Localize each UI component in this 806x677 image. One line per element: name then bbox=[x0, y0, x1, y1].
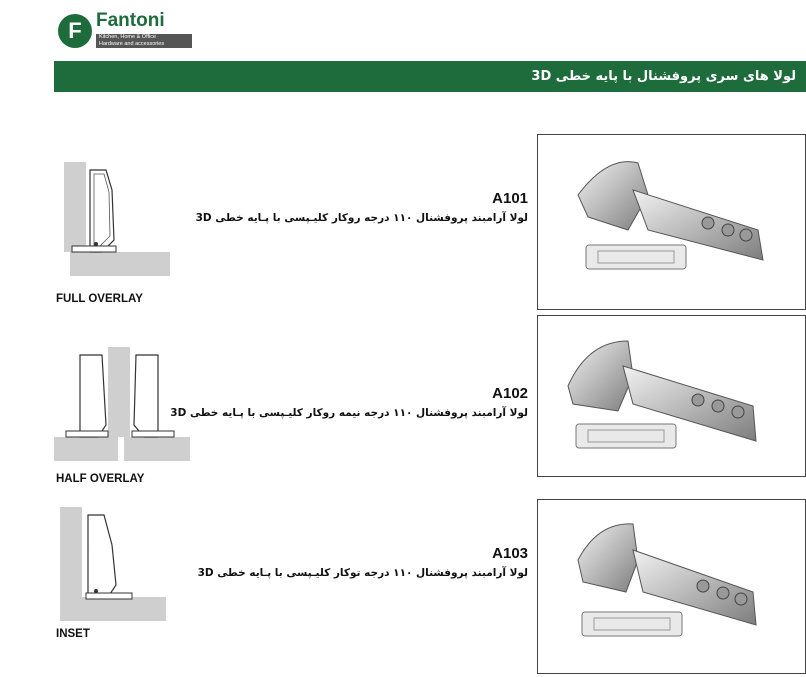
left-hinge-outline bbox=[79, 354, 107, 438]
inset-diagram bbox=[60, 507, 166, 621]
hinge-photo-illustration bbox=[567, 340, 757, 449]
section-title: لولا های سری پروفشنال با پایه خطی 3D bbox=[531, 69, 796, 84]
hinge-cup-image bbox=[567, 340, 634, 412]
cabinet-side-panel bbox=[64, 162, 86, 252]
hinge-cup-image bbox=[577, 523, 639, 593]
door-panel bbox=[70, 252, 170, 276]
brand-logo: F Fantoni Kitchen, Home & Office Hardwar… bbox=[58, 10, 192, 50]
adjust-screw-1 bbox=[691, 393, 705, 407]
overlay-label-full: FULL OVERLAY bbox=[56, 293, 143, 305]
left-hinge-cup bbox=[65, 430, 109, 438]
mounting-plate-image bbox=[585, 244, 687, 270]
product-code-a102: A102 bbox=[492, 385, 528, 402]
hinge-photo-illustration bbox=[577, 523, 757, 637]
mounting-plate-slot bbox=[587, 429, 665, 443]
hinge-cup bbox=[85, 592, 133, 600]
overlay-label-inset: INSET bbox=[56, 628, 90, 640]
adjust-screw-2 bbox=[721, 223, 735, 237]
right-hinge-outline bbox=[133, 354, 159, 438]
product-description-a102: لولا آرامبند پروفشنال ۱۱۰ درجه نیمه روکا… bbox=[170, 407, 528, 419]
logo-tagline-line-1: Kitchen, Home & Office bbox=[99, 34, 157, 40]
product-code-a103: A103 bbox=[492, 545, 528, 562]
mounting-plate-image bbox=[581, 611, 683, 637]
product-photo-a103 bbox=[537, 499, 806, 674]
logo-wordmark: Fantoni bbox=[96, 10, 165, 31]
hinge-screw bbox=[94, 589, 98, 593]
adjust-screw-1 bbox=[696, 579, 710, 593]
right-hinge-cup bbox=[131, 430, 175, 438]
adjust-screw-3 bbox=[731, 405, 745, 419]
logo-tagline-line-2: Hardware and accessories bbox=[99, 40, 165, 47]
adjust-screw-1 bbox=[701, 216, 715, 230]
right-door-panel bbox=[124, 437, 190, 461]
hinge-screw bbox=[94, 242, 98, 246]
logo-emblem: F bbox=[58, 14, 92, 48]
hinge-cup bbox=[71, 245, 117, 253]
hinge-arm-image bbox=[632, 189, 764, 261]
logo-tagline: Kitchen, Home & Office Hardware and acce… bbox=[96, 34, 192, 48]
product-description-a101: لولا آرامبند پروفشنال ۱۱۰ درجه روکار کلی… bbox=[195, 212, 528, 224]
hinge-cup-image bbox=[577, 161, 649, 231]
adjust-screw-2 bbox=[711, 399, 725, 413]
overlay-label-half: HALF OVERLAY bbox=[56, 473, 145, 485]
cabinet-side-panel bbox=[60, 507, 82, 621]
half-overlay-diagram bbox=[54, 347, 190, 461]
product-photo-a101 bbox=[537, 134, 806, 310]
cabinet-center-panel bbox=[108, 347, 130, 437]
hinge-arm-image bbox=[622, 365, 757, 442]
hinge-photo-illustration bbox=[577, 161, 764, 270]
hinge-arm-outline bbox=[87, 514, 117, 598]
mounting-plate-slot bbox=[597, 250, 675, 264]
product-photo-a102 bbox=[537, 315, 806, 477]
door-panel bbox=[82, 597, 166, 621]
adjust-screw-2 bbox=[716, 586, 730, 600]
section-banner: لولا های سری پروفشنال با پایه خطی 3D bbox=[54, 61, 806, 92]
adjust-screw-3 bbox=[734, 592, 748, 606]
adjust-screw-3 bbox=[739, 228, 753, 242]
product-code-a101: A101 bbox=[492, 190, 528, 207]
left-door-panel bbox=[54, 437, 118, 461]
mounting-plate-image bbox=[575, 423, 677, 449]
product-description-a103: لولا آرامبند پروفشنال ۱۱۰ درجه توکار کلی… bbox=[197, 567, 528, 579]
mounting-plate-slot bbox=[593, 617, 671, 631]
hinge-arm-image bbox=[632, 549, 757, 626]
full-overlay-diagram bbox=[64, 162, 170, 276]
